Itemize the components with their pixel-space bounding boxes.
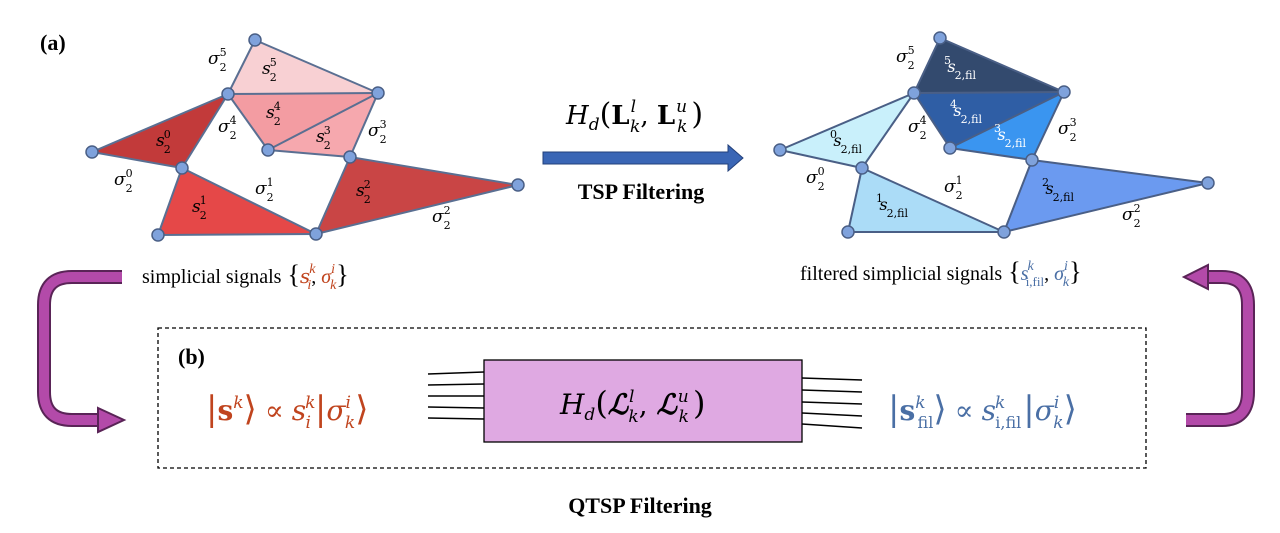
left-triangle-s1 xyxy=(158,168,316,235)
node xyxy=(943,141,957,155)
node xyxy=(933,31,947,45)
right-signal-label-4: s2,fil4 xyxy=(950,98,982,126)
panel-b-label: (b) xyxy=(178,344,205,369)
wire xyxy=(427,406,485,409)
node xyxy=(151,228,165,242)
right-loop-arrowhead xyxy=(1181,263,1209,291)
right-triangle-s3 xyxy=(950,92,1064,160)
left-simplex-label-5: σ25 xyxy=(208,46,227,74)
right-signal-label-5: s2,fil5 xyxy=(944,54,976,82)
right-loop-arrow-outline xyxy=(1186,270,1255,427)
node xyxy=(511,178,525,192)
right-simplex-label-3: σ23 xyxy=(1058,116,1077,144)
node xyxy=(248,33,262,47)
tsp-caption: TSP Filtering xyxy=(578,179,705,204)
panel-a-label: (a) xyxy=(40,30,66,55)
left-triangle-s2 xyxy=(316,157,518,234)
right-triangle-s5 xyxy=(914,38,1064,93)
node xyxy=(907,86,921,100)
right-triangle-s0 xyxy=(780,93,914,168)
right-simplex-label-0: σ20 xyxy=(806,165,825,193)
right-triangle-s1 xyxy=(848,168,1004,232)
left-loop-arrowhead xyxy=(97,406,127,434)
left-triangle-s4 xyxy=(228,93,378,150)
left-triangle-s0 xyxy=(92,94,228,168)
left-simplex-label-2: σ22 xyxy=(432,204,451,232)
right-signal-label-1: s2,fil1 xyxy=(876,192,908,220)
left-signal-label-4: s24 xyxy=(266,100,281,128)
right-simplex-label-5: σ25 xyxy=(896,44,915,72)
node xyxy=(1057,85,1071,99)
left-triangle-s5 xyxy=(228,40,378,94)
right-signal-labels: s2,fil0 s2,fil1 s2,fil2 s2,fil3 s2,fil4 … xyxy=(830,54,1074,220)
node xyxy=(1201,176,1215,190)
right-simplex-label-1: σ21 xyxy=(944,174,963,202)
right-simplex-labels: σ20 σ21 σ22 σ23 σ24 σ25 xyxy=(806,44,1141,230)
right-signal-label-2: s2,fil2 xyxy=(1042,176,1074,204)
left-simplex-label-0: σ20 xyxy=(114,167,133,195)
qtsp-panel-box xyxy=(157,327,1147,469)
node xyxy=(261,143,275,157)
left-signal-label-5: s25 xyxy=(262,56,277,84)
wire xyxy=(427,371,485,375)
wire xyxy=(801,377,863,381)
left-simplex-label-4: σ24 xyxy=(218,114,237,142)
tsp-arrow xyxy=(542,143,744,173)
output-wires xyxy=(801,377,863,429)
left-loop-arrow-outline xyxy=(37,270,122,427)
right-loop-arrow xyxy=(1186,272,1253,425)
right-triangle-s4 xyxy=(914,92,1064,148)
left-simplex-labels: σ20 σ21 σ22 σ23 σ24 σ25 xyxy=(114,46,451,232)
right-triangle-s2 xyxy=(1004,160,1208,232)
qtsp-caption: QTSP Filtering xyxy=(568,493,712,518)
left-loop-arrow xyxy=(39,272,122,425)
left-simplex-label-3: σ23 xyxy=(368,118,387,146)
node xyxy=(773,143,787,157)
right-simplex-label-4: σ24 xyxy=(908,114,927,142)
right-nodes xyxy=(773,31,1215,239)
left-nodes xyxy=(85,33,525,242)
node xyxy=(175,161,189,175)
left-signal-label-2: s22 xyxy=(356,178,371,206)
node xyxy=(371,86,385,100)
right-simplex-label-2: σ22 xyxy=(1122,202,1141,230)
wire xyxy=(801,412,863,417)
node xyxy=(841,225,855,239)
node xyxy=(221,87,235,101)
right-simplicial-complex: s2,fil0 s2,fil1 s2,fil2 s2,fil3 s2,fil4 … xyxy=(773,31,1215,239)
right-signal-label-3: s2,fil3 xyxy=(994,122,1026,150)
left-signal-labels: s20 s21 s22 s23 s24 s25 xyxy=(156,56,371,222)
node xyxy=(1025,153,1039,167)
right-edges xyxy=(779,37,1209,233)
node xyxy=(855,161,869,175)
left-triangle-s3 xyxy=(268,93,378,157)
qtsp-operator-box xyxy=(483,359,803,443)
input-wires xyxy=(427,371,485,420)
node xyxy=(997,225,1011,239)
right-signal-label-0: s2,fil0 xyxy=(830,128,862,156)
wire xyxy=(801,401,863,405)
left-signal-label-1: s21 xyxy=(192,194,207,222)
node xyxy=(85,145,99,159)
left-edges xyxy=(91,39,519,236)
node xyxy=(309,227,323,241)
wire xyxy=(427,417,485,420)
left-simplicial-complex: s20 s21 s22 s23 s24 s25 σ20 σ21 σ22 σ23 … xyxy=(85,33,525,242)
left-signal-label-3: s23 xyxy=(316,124,331,152)
wire xyxy=(801,389,863,393)
wire xyxy=(801,423,863,429)
left-simplex-label-1: σ21 xyxy=(255,176,274,204)
left-signal-label-0: s20 xyxy=(156,128,171,156)
node xyxy=(343,150,357,164)
wire xyxy=(427,383,485,386)
